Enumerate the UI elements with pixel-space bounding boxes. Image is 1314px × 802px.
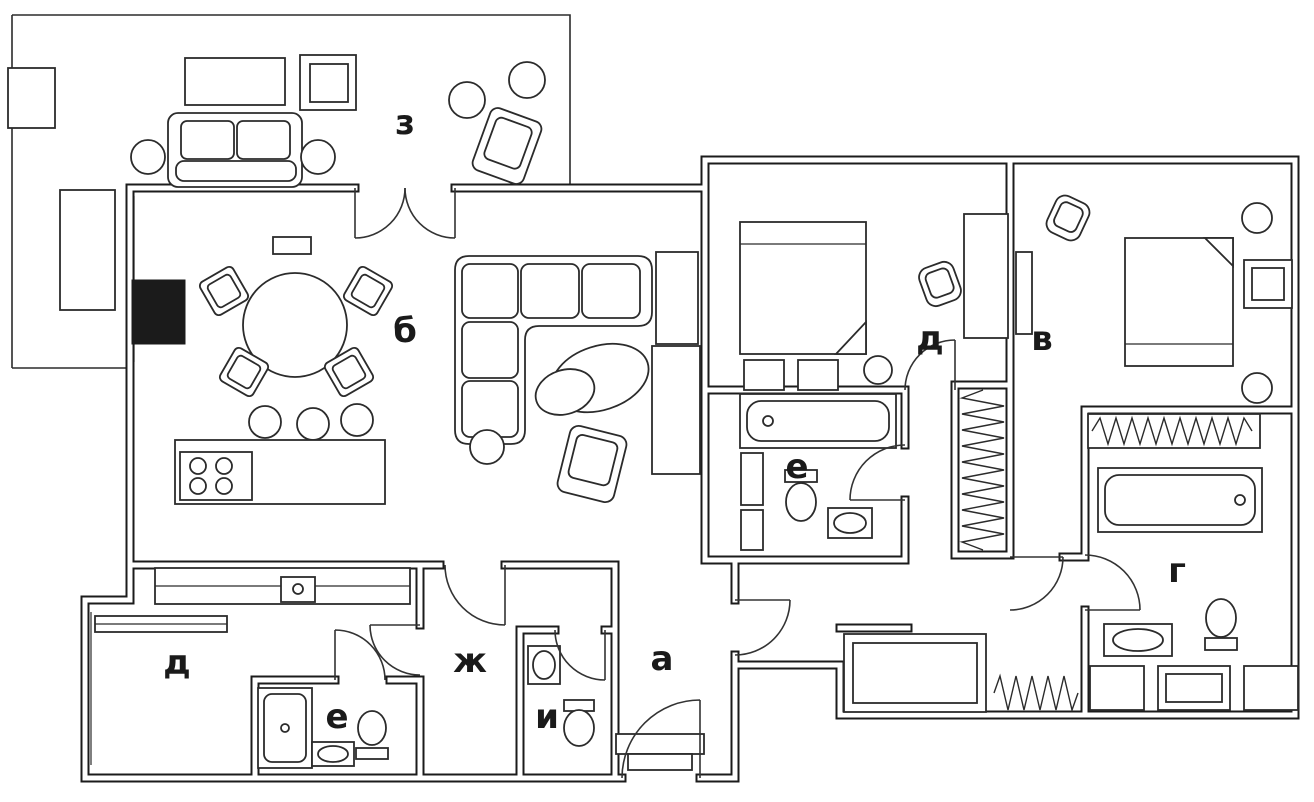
wardrobe [154,567,411,605]
bedroom-v-furniture [1015,194,1293,404]
room-label-g: г [1168,551,1186,591]
room-label-d1: д [916,319,943,359]
coffee-table [534,342,650,416]
bar-stool [296,407,330,441]
terrace-armchair [471,107,543,185]
shelf-rail [1087,413,1261,449]
corridor-door [734,599,791,656]
room-label-a: а [651,639,674,679]
bathroom-e2-door [334,629,386,681]
bed [1124,237,1234,367]
stool [1241,372,1273,404]
bathroom-g-fixtures [1087,413,1299,711]
desk-chair [918,260,962,308]
dresser [94,615,228,633]
bath-cabinet [740,452,764,506]
desk-chair [1045,194,1091,242]
tv-console [655,251,699,345]
terrace-door-right [404,187,456,239]
bottom-wing-furniture [94,567,705,771]
entry-steps [615,733,705,771]
room-label-e1: е [785,447,808,487]
side-table [508,61,546,99]
bathroom-g-door [1084,554,1141,611]
side-table [130,139,166,175]
tv-console [651,345,701,475]
room-label-d2: д [163,643,190,683]
doors [334,187,1141,779]
cabinet [1243,665,1299,711]
closet [843,633,987,713]
desk [1015,251,1033,335]
stool [863,355,893,385]
desk [963,213,1009,339]
room-label-z: з [395,103,415,143]
walls-core [82,157,1298,781]
living-dining-furniture [174,236,701,505]
dining-chair [342,265,394,317]
bedroom-d2-door [369,624,421,676]
room-label-e2: е [325,697,348,737]
bedroom-d1-furniture [739,213,1009,391]
nightstand [1243,259,1293,309]
sink [527,645,561,685]
terrace-door-left [354,187,406,239]
wardrobe-rail [959,389,1005,551]
entry-door [621,699,701,779]
wc-i-door [554,629,606,681]
kitchen-counter [174,439,386,505]
toilet [784,469,818,522]
side-table [448,81,486,119]
terrace-sofa [167,112,303,188]
bedroom-v-door [1009,556,1064,611]
washing-machine [1157,665,1231,711]
nightstand [797,359,839,391]
bathtub [739,393,897,449]
dining-chair [218,346,270,398]
dining-chair [198,265,250,317]
bar-stool [248,405,282,439]
dining-table [242,272,348,378]
terrace-table [184,57,286,106]
toilet [563,699,595,747]
nightstand [743,359,785,391]
toilet [355,710,389,760]
bar-stool [340,403,374,437]
bathroom-e1-fixtures [739,393,897,551]
entry-hall-furniture [843,633,1079,713]
planter [59,189,116,311]
side-table [469,429,505,465]
dining-chair [323,346,375,398]
column [131,279,186,345]
terrace-furniture [130,54,546,188]
bathtub [1097,467,1263,533]
hall-door [444,564,506,626]
lounge-armchair [556,425,628,503]
room-label-b: б [393,311,417,351]
bedroom-d1-door [904,339,956,391]
sink [827,507,873,539]
bathroom-e1-door [849,444,906,501]
side-table [300,139,336,175]
bed [739,221,867,355]
stool [1241,202,1273,234]
cabinet [1089,665,1145,711]
terrace-niche [7,67,56,129]
room-label-v: в [1031,319,1053,359]
room-label-zh: ж [453,641,487,681]
toilet [1204,598,1238,651]
sink [311,741,355,767]
stove [179,451,253,501]
terrace-chair [299,54,357,111]
sink [1103,623,1173,657]
console-table [272,236,312,255]
room-label-i: и [535,697,559,737]
coat-rack [993,673,1079,713]
bath-cabinet [740,509,764,551]
shower [257,687,313,769]
room-labels: з б д в е г д е ж и а [163,103,1186,737]
